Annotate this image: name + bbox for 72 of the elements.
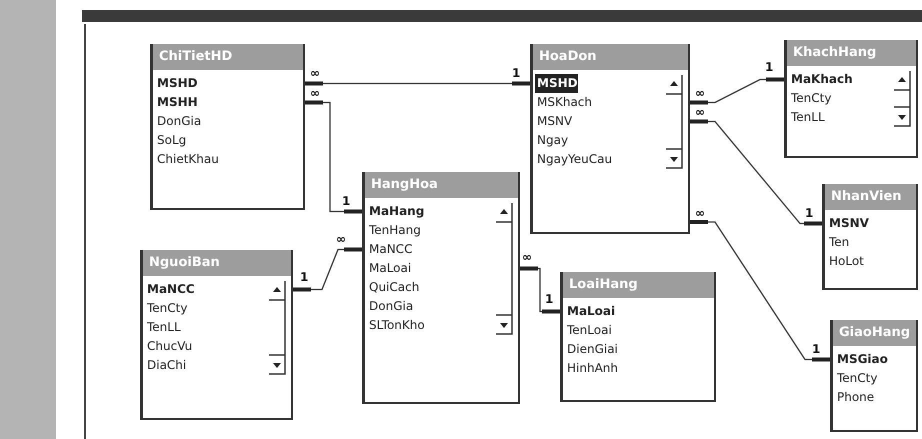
field-name: TenLL bbox=[790, 109, 825, 126]
table-title: GiaoHang bbox=[833, 320, 916, 346]
field-name: MaHang bbox=[368, 203, 424, 220]
table-card bbox=[150, 44, 305, 210]
field-name: DonGia bbox=[156, 113, 202, 130]
cardinality-mark: ∞ bbox=[310, 86, 320, 100]
cardinality-mark: 1 bbox=[512, 66, 520, 80]
table-card bbox=[362, 172, 520, 404]
cardinality-mark: ∞ bbox=[336, 232, 346, 246]
cardinality-mark: 1 bbox=[805, 206, 814, 220]
cardinality-mark: 1 bbox=[342, 194, 350, 208]
table-title: ChiTietHD bbox=[153, 44, 303, 70]
cardinality-mark: ∞ bbox=[695, 86, 705, 100]
field-name: TenHang bbox=[368, 222, 421, 239]
relationship-line bbox=[688, 120, 824, 226]
table-card bbox=[560, 272, 716, 402]
field-name: Ngay bbox=[536, 132, 568, 149]
field-name: DienGiai bbox=[566, 341, 618, 358]
cardinality-mark: 1 bbox=[300, 270, 308, 284]
table-card bbox=[830, 320, 918, 432]
field-name: ChucVu bbox=[146, 338, 192, 355]
field-name: MSNV bbox=[828, 215, 869, 232]
table-title: LoaiHang bbox=[563, 272, 714, 298]
cardinality-mark: ∞ bbox=[310, 66, 320, 80]
table-title: KhachHang bbox=[787, 40, 916, 66]
field-name: Phone bbox=[836, 389, 874, 406]
table-card bbox=[784, 40, 918, 158]
field-name: NgayYeuCau bbox=[536, 151, 612, 168]
field-name: MaLoai bbox=[368, 260, 412, 277]
relationship-line bbox=[688, 78, 786, 104]
table-title: NhanVien bbox=[825, 184, 916, 210]
relationship-line bbox=[303, 100, 364, 214]
field-name: MaKhach bbox=[790, 71, 853, 88]
relationship-line bbox=[303, 82, 532, 86]
relationship-line bbox=[291, 248, 364, 292]
relationship-line bbox=[688, 220, 832, 362]
table-card bbox=[822, 184, 918, 290]
field-name: MaNCC bbox=[368, 241, 412, 258]
field-name: DonGia bbox=[368, 298, 414, 315]
field-name: ChietKhau bbox=[156, 151, 219, 168]
cardinality-mark: ∞ bbox=[695, 105, 705, 119]
field-name: HoLot bbox=[828, 253, 864, 270]
table-title: HoaDon bbox=[533, 44, 688, 70]
field-name: DiaChi bbox=[146, 357, 186, 374]
field-name: MSHD bbox=[156, 75, 198, 92]
field-name: TenCty bbox=[790, 90, 832, 107]
field-name: TenLL bbox=[146, 319, 181, 336]
table-card bbox=[530, 44, 690, 234]
cardinality-mark: 1 bbox=[545, 292, 554, 306]
table-title: HangHoa bbox=[365, 172, 518, 198]
field-name: TenCty bbox=[146, 300, 188, 317]
field-name: SLTonKho bbox=[368, 317, 425, 334]
field-name: TenLoai bbox=[566, 322, 612, 339]
field-name: TenCty bbox=[836, 370, 878, 387]
cardinality-mark: ∞ bbox=[522, 250, 532, 264]
field-name: MaLoai bbox=[566, 303, 616, 320]
field-name: MaNCC bbox=[146, 281, 195, 298]
field-name: MSHH bbox=[156, 94, 198, 111]
field-name: Ten bbox=[828, 234, 850, 251]
field-name: MSHD bbox=[535, 74, 578, 93]
field-name: HinhAnh bbox=[566, 360, 618, 377]
field-name: SoLg bbox=[156, 132, 186, 149]
cardinality-mark: 1 bbox=[812, 342, 820, 356]
cardinality-mark: ∞ bbox=[695, 206, 705, 220]
table-card bbox=[140, 250, 293, 420]
field-name: QuiCach bbox=[368, 279, 420, 296]
table-title: NguoiBan bbox=[143, 250, 291, 276]
field-name: MSKhach bbox=[536, 94, 592, 111]
cardinality-mark: 1 bbox=[765, 60, 774, 74]
relationship-line bbox=[518, 266, 562, 314]
field-name: MSNV bbox=[536, 113, 572, 130]
field-name: MSGiao bbox=[836, 351, 888, 368]
